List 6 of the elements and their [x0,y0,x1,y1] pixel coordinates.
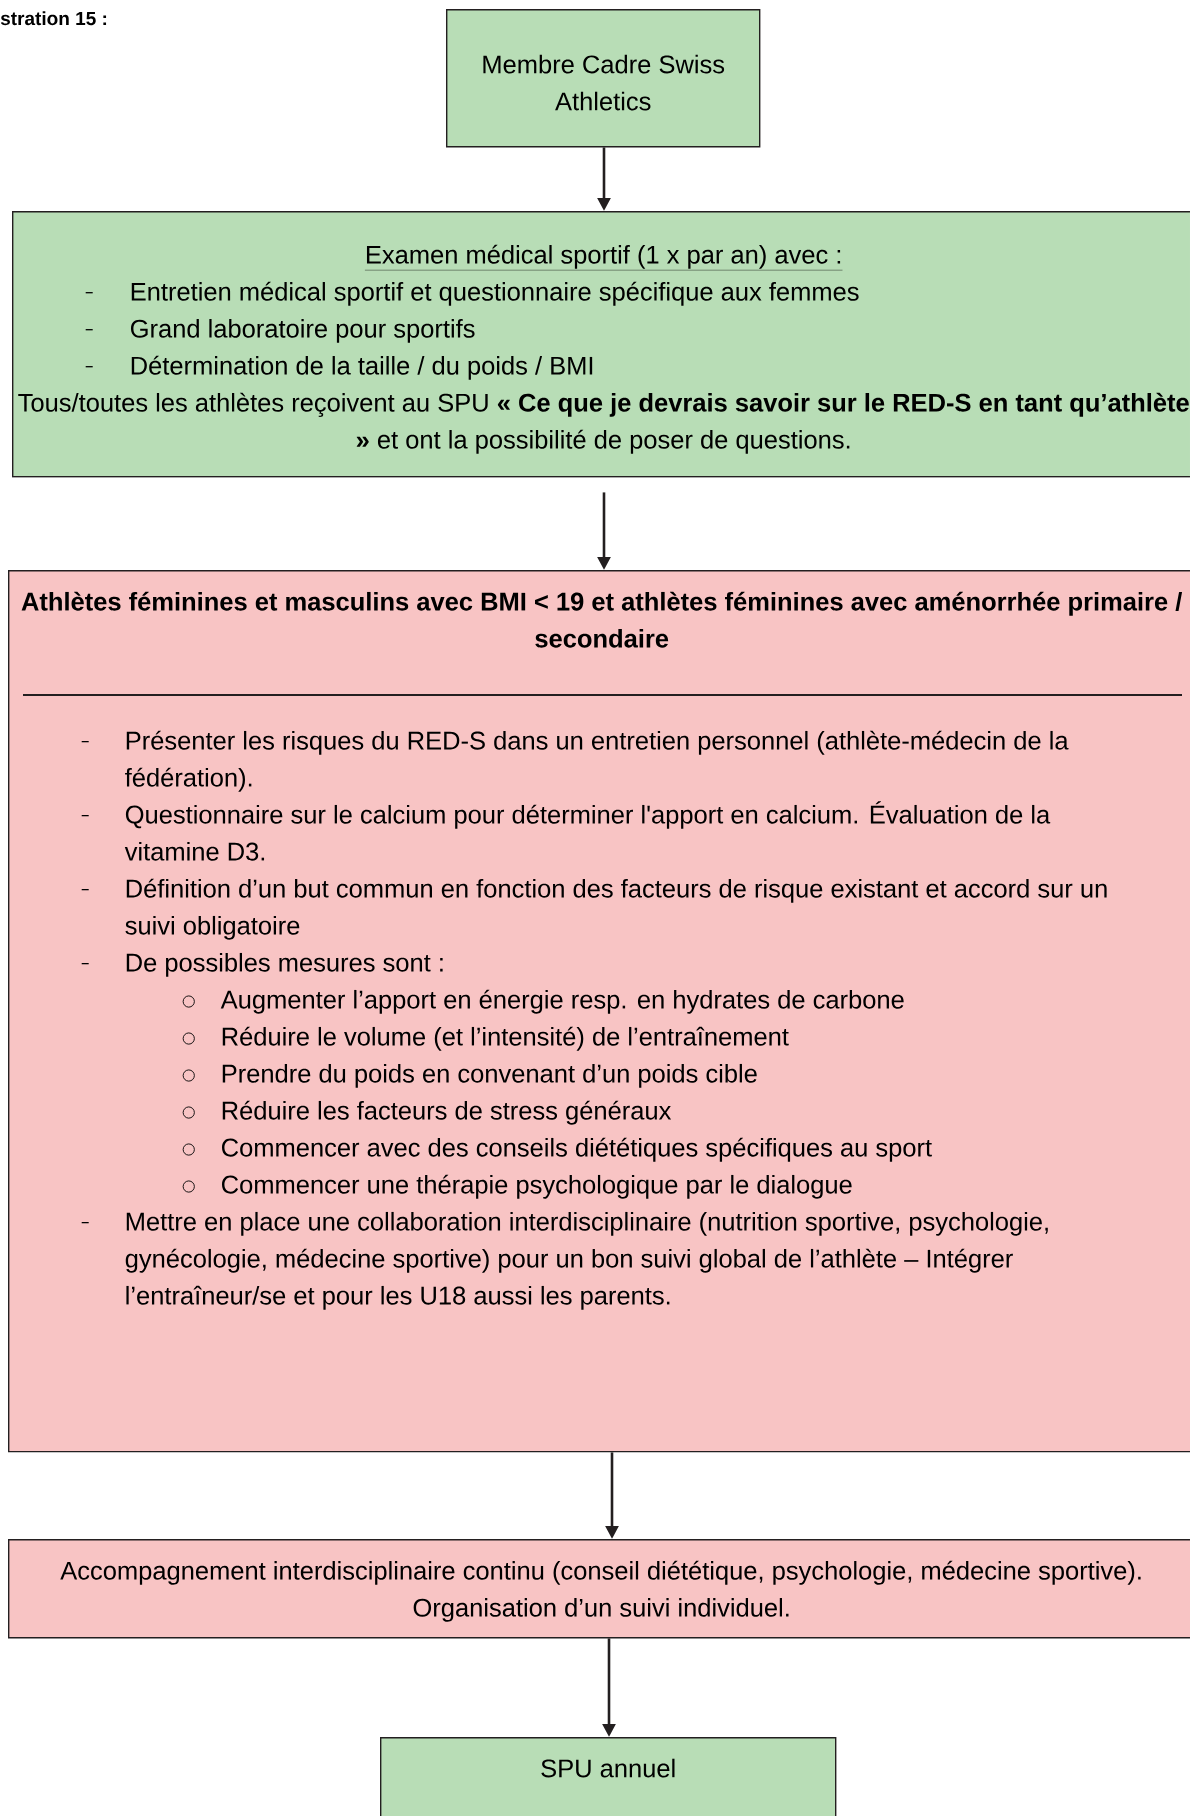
process-box: Examen médical sportif (1 x par an) avec : Entretien médical sportif et questionnaire spécifique aux femmes Grand laboratoire pour sportifs Détermination de la taille / du poids / BMI Tous/toutes les athlètes reçoivent au SPU « Ce que je devrais savoir sur le RED-S en tant qu’athlète » et ont la possibilité de poser de questions. [12,211,1190,478]
process-box: SPU annuel [380,1737,837,1816]
process-box: Membre Cadre Swiss Athletics [446,9,761,148]
process-box: Accompagnement interdisciplinaire continu (conseil diététique, psychologie, médecine sportive). Organisation d’un suivi individuel. [8,1539,1190,1639]
figure-label: stration 15 : [0,11,107,26]
process-box: Athlètes féminines et masculins avec BMI < 19 et athlètes féminines avec aménorrhée primaire / secondaire Présenter les risques du RED-S dans un entretien personnel (athlète-médecin de la fédération). Questionnaire sur le calcium pour déterminer l'apport en calcium. Évaluation de la vitamine D3. Définition d’un but commun en fonction des facteurs de risque existant et accord sur un suivi obligatoire De possibles mesures sont : Augmenter l’apport en énergie resp. en hydrates de carbone Réduire le volume (et l’intensité) de l’entraînement Prendre du poids en convenant d’un poids cible Réduire les facteurs de stress généraux Commencer avec des conseils diététiques spécifiques au sport Commencer une thérapie psychologique par le dialogue Mettre en place une collaboration interdisciplinaire (nutrition sportive, psychologie, gynécologie, médecine sportive) pour un bon suivi global de l’athlète – Intégrer l’entraîneur/se et pour les U18 aussi les parents. [8,570,1190,1453]
